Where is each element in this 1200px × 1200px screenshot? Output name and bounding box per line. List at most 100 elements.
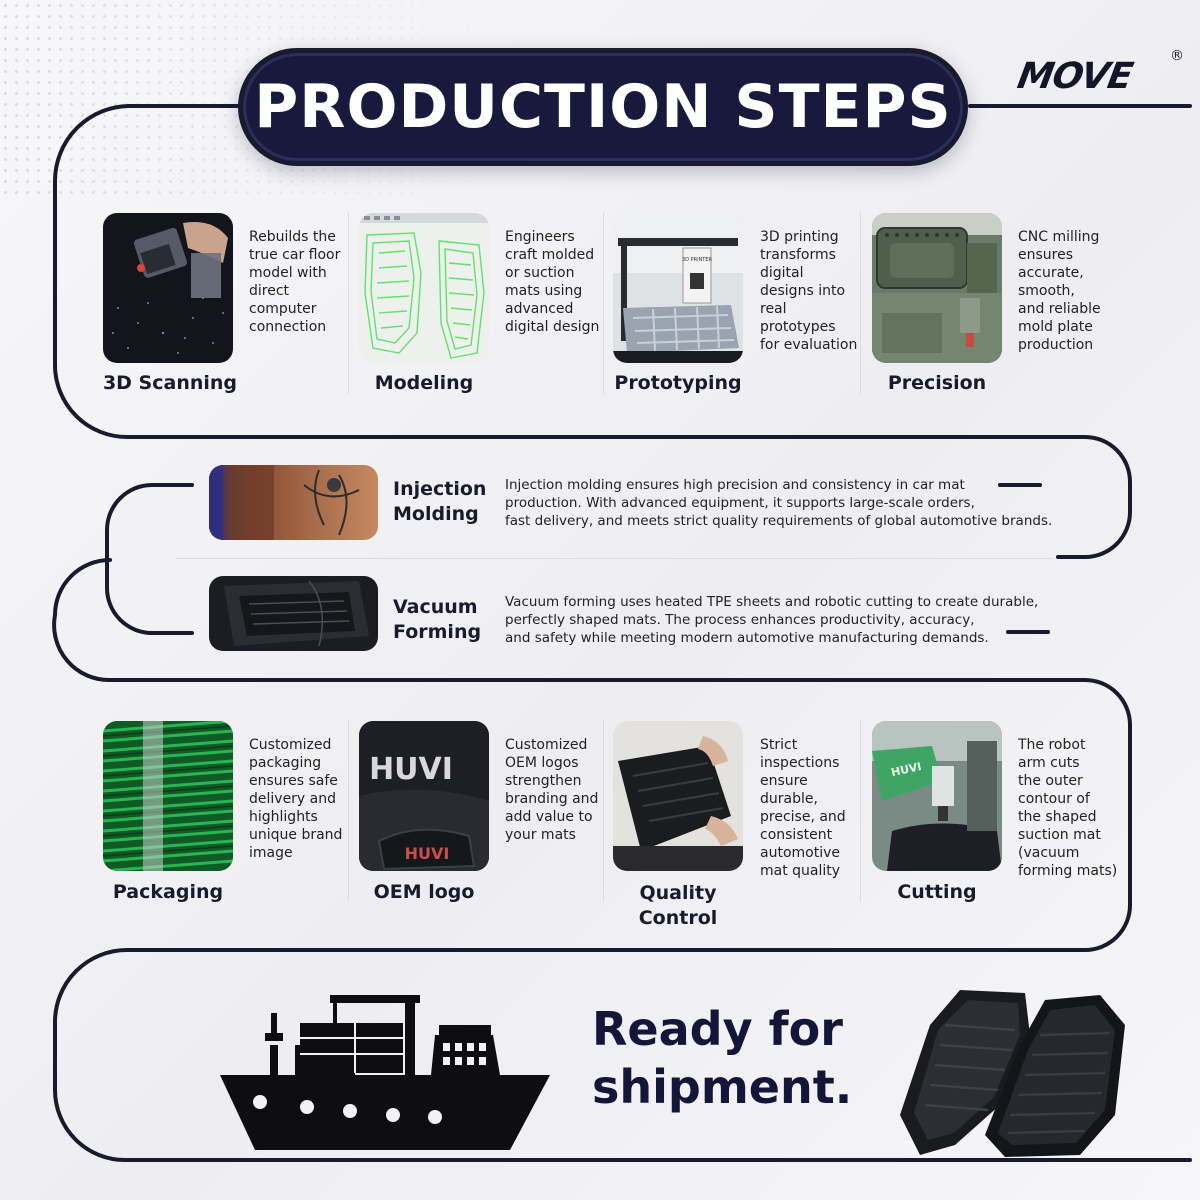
desc-line: model with <box>249 265 327 281</box>
divider <box>860 720 861 902</box>
ready-line: Ready for <box>592 1002 843 1056</box>
photo-quality-control <box>613 721 743 871</box>
desc-line: mat quality <box>760 863 841 879</box>
desc-line: strengthen <box>505 773 582 789</box>
desc-line: ensures <box>1018 247 1074 263</box>
oem-logo-text: HUVI <box>369 752 453 787</box>
photo-cutting: HUVI <box>872 721 1002 871</box>
desc-line: OEM logos <box>505 755 579 771</box>
divider <box>860 212 861 394</box>
divider <box>603 720 604 902</box>
title-prototyping: Prototyping <box>614 372 742 394</box>
desc-line: add value to <box>505 809 593 825</box>
page-title: PRODUCTION STEPS <box>254 72 952 142</box>
desc-vacuum-forming: Vacuum forming uses heated TPE sheets an… <box>505 593 1065 647</box>
desc-line: advanced <box>505 301 574 317</box>
desc-line: suction mat <box>1018 827 1101 843</box>
photo-packaging <box>103 721 233 871</box>
desc-line: fast delivery, and meets strict quality … <box>505 513 1053 529</box>
desc-line: Customized <box>249 737 332 753</box>
title-line: Packaging <box>112 881 224 903</box>
desc-line: durable, <box>760 791 818 807</box>
divider <box>348 720 349 902</box>
photo-oem-logo: HUVI HUVI <box>359 721 489 871</box>
photo-injection-molding <box>209 465 378 540</box>
desc-line: precise, and <box>760 809 846 825</box>
desc-3d-scanning: Rebuilds the true car floor model with d… <box>249 228 349 336</box>
title-line: OEM logo <box>373 881 475 903</box>
desc-modeling: Engineers craft molded or suction mats u… <box>505 228 605 336</box>
brand-logo: MOVE ® <box>1014 48 1188 97</box>
desc-line: perfectly shaped mats. The process enhan… <box>505 612 975 628</box>
title-banner: PRODUCTION STEPS <box>238 48 968 166</box>
desc-line: smooth, <box>1018 283 1075 299</box>
title-line: Quality <box>639 882 717 904</box>
desc-line: Engineers <box>505 229 575 245</box>
desc-line: CNC milling <box>1018 229 1100 245</box>
oem-logo-small-text: HUVI <box>405 844 450 863</box>
title-line: Control <box>638 907 718 929</box>
desc-line: and reliable <box>1018 301 1101 317</box>
photo-prototyping: 3D PRINTER <box>613 213 743 363</box>
brand-name: MOVE <box>1014 56 1136 97</box>
car-mats-image <box>900 990 1125 1157</box>
desc-line: arm cuts <box>1018 755 1080 771</box>
title-quality-control: Quality Control <box>603 881 753 931</box>
desc-line: production. With advanced equipment, it … <box>505 495 975 511</box>
title-line: Forming <box>393 621 482 643</box>
title-line: Vacuum <box>393 596 478 618</box>
desc-line: The robot <box>1018 737 1086 753</box>
registered-mark: ® <box>1170 48 1184 64</box>
desc-line: digital <box>760 265 804 281</box>
title-oem-logo: OEM logo <box>349 881 499 903</box>
desc-line: transforms <box>760 247 836 263</box>
desc-line: ensure <box>760 773 808 789</box>
desc-line: image <box>249 845 293 861</box>
desc-line: true car floor <box>249 247 341 263</box>
desc-line: mats using <box>505 283 583 299</box>
desc-line: direct <box>249 283 290 299</box>
desc-line: branding and <box>505 791 599 807</box>
desc-line: and safety while meeting modern automoti… <box>505 630 989 646</box>
desc-cutting: The robot arm cuts the outer contour of … <box>1018 736 1128 880</box>
desc-prototyping: 3D printing transforms digital designs i… <box>760 228 860 354</box>
divider <box>603 212 604 394</box>
desc-injection-molding: Injection molding ensures high precision… <box>505 476 1065 530</box>
desc-precision: CNC milling ensures accurate, smooth, an… <box>1018 228 1118 354</box>
desc-line: real <box>760 301 787 317</box>
title-precision: Precision <box>887 372 987 394</box>
desc-oem-logo: Customized OEM logos strengthen branding… <box>505 736 605 844</box>
desc-line: prototypes <box>760 319 836 335</box>
photo-vacuum-forming <box>209 576 378 651</box>
title-packaging: Packaging <box>93 881 243 903</box>
desc-line: automotive <box>760 845 840 861</box>
title-line: Cutting <box>897 881 977 903</box>
printer-label: 3D PRINTER <box>682 257 713 263</box>
desc-line: designs into <box>760 283 846 299</box>
photo-modeling <box>359 213 489 363</box>
divider <box>175 558 1053 559</box>
title-3d-scanning: 3D Scanning <box>102 372 238 394</box>
desc-line: the shaped <box>1018 809 1097 825</box>
desc-line: Customized <box>505 737 588 753</box>
title-cutting: Cutting <box>862 881 1012 903</box>
ready-line: shipment. <box>592 1060 853 1114</box>
desc-line: forming mats) <box>1018 863 1118 879</box>
desc-line: digital design <box>505 319 600 335</box>
title-line: Molding <box>393 503 479 525</box>
desc-line: contour of <box>1018 791 1090 807</box>
desc-line: mold plate <box>1018 319 1093 335</box>
desc-line: Rebuilds the <box>249 229 336 245</box>
title-modeling: Modeling <box>374 372 474 394</box>
desc-line: packaging <box>249 755 322 771</box>
desc-line: accurate, <box>1018 265 1084 281</box>
desc-line: for evaluation <box>760 337 858 353</box>
desc-line: Vacuum forming uses heated TPE sheets an… <box>505 594 1039 610</box>
desc-packaging: Customized packaging ensures safe delive… <box>249 736 349 862</box>
desc-line: computer <box>249 301 317 317</box>
desc-line: inspections <box>760 755 840 771</box>
desc-line: Injection molding ensures high precision… <box>505 477 965 493</box>
robot-label: HUVI <box>890 760 923 779</box>
desc-line: connection <box>249 319 327 335</box>
